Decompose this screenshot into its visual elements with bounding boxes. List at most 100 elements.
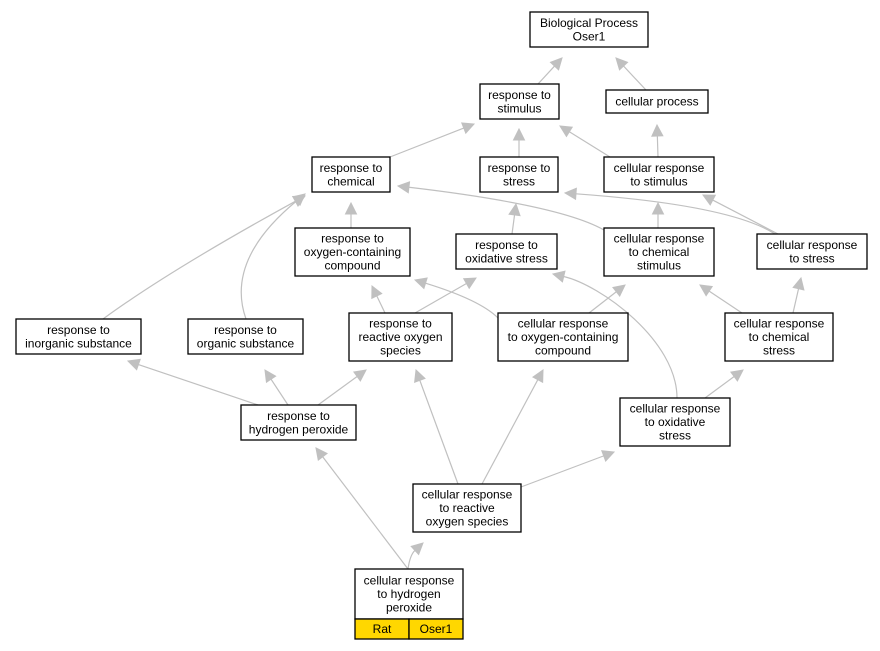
node-box	[455, 233, 558, 270]
node-label-line: cellular process	[615, 95, 698, 109]
gene-tag[interactable]: Oser1	[408, 618, 464, 640]
node-label-line: stress	[659, 429, 691, 443]
node-label-line: to reactive	[439, 501, 495, 515]
arrowhead	[651, 201, 665, 215]
node-label-line: organic substance	[197, 336, 295, 350]
arrowhead	[396, 181, 411, 194]
edge-cellular-response-to-hydrogen-peroxide-to-cellular-response-to-reactive-oxygen-species	[407, 542, 424, 570]
gene-label: Oser1	[420, 622, 453, 636]
arrowhead	[612, 284, 626, 298]
edge-cellular-response-to-stress-to-cellular-response-to-stimulus	[702, 194, 779, 235]
arrowhead	[344, 201, 358, 215]
node-box	[15, 318, 142, 355]
node-label-line: cellular response	[630, 402, 721, 416]
arrowhead	[551, 270, 566, 283]
node-label-line: Oser1	[573, 29, 606, 43]
edge-response-to-oxidative-stress-to-response-to-stress	[508, 202, 521, 235]
arrowhead	[729, 369, 744, 382]
node-box	[412, 483, 522, 533]
node-label-line: cellular response	[767, 238, 858, 252]
node-label-line: response to	[369, 317, 432, 331]
edge-cellular-response-to-reactive-oxygen-species-to-response-to-reactive-oxygen-species	[414, 368, 459, 485]
edge-cellular-response-to-reactive-oxygen-species-to-cellular-response-to-oxygen-containing-compound	[481, 369, 544, 485]
node-label-line: to stimulus	[630, 174, 687, 188]
node-label-line: response to	[47, 323, 110, 337]
node-label-line: oxygen-containing	[304, 245, 401, 259]
arrowhead	[508, 202, 521, 217]
node-label-line: to stress	[789, 251, 834, 265]
node-label-line: stimulus	[497, 101, 541, 115]
arrowhead	[292, 193, 306, 207]
node-label-line: compound	[535, 344, 591, 358]
node-box	[479, 83, 560, 120]
arrowhead	[264, 369, 277, 384]
edge-cellular-response-to-chemical-stimulus-to-cellular-response-to-stimulus	[651, 201, 665, 228]
node-box	[497, 312, 629, 362]
edge-cellular-response-to-stimulus-to-cellular-process	[651, 123, 664, 158]
arrowhead	[462, 277, 477, 290]
edge-response-to-reactive-oxygen-species-to-response-to-oxidative-stress	[414, 277, 477, 314]
species-tag[interactable]: Rat	[354, 618, 410, 640]
arrowhead	[352, 369, 367, 382]
arrowhead	[601, 450, 616, 462]
node-label-line: species	[380, 344, 421, 358]
node-label-line: cellular response	[734, 317, 825, 331]
node-label-line: response to	[488, 88, 551, 102]
edge-response-to-stress-to-response-to-stimulus	[512, 127, 526, 157]
node-box	[479, 156, 559, 193]
arrowhead	[651, 123, 664, 137]
node-label-line: response to	[321, 232, 384, 246]
arrowhead	[512, 127, 526, 141]
edge-response-to-hydrogen-peroxide-to-response-to-inorganic-substance	[126, 358, 259, 406]
edge-cellular-response-to-oxidative-stress-to-response-to-oxidative-stress	[551, 270, 678, 399]
node-label-line: cellular response	[422, 488, 513, 502]
arrowhead	[559, 125, 574, 138]
node-box	[294, 227, 411, 277]
node-label-line: to chemical	[629, 245, 690, 259]
node-label-line: peroxide	[386, 601, 432, 615]
arrowhead	[792, 276, 805, 291]
node-box	[603, 227, 715, 277]
node-label-line: stimulus	[637, 259, 681, 273]
edge-cellular-response-to-chemical-stress-to-cellular-response-to-chemical-stimulus	[699, 284, 743, 314]
gene-tag-box	[408, 618, 464, 640]
node-label-line: compound	[324, 259, 380, 273]
arrowhead	[371, 284, 383, 300]
node-label-line: hydrogen peroxide	[249, 422, 349, 436]
arrowhead	[460, 122, 476, 135]
node-label-line: oxidative stress	[465, 251, 548, 265]
node-label-line: reactive oxygen	[358, 330, 442, 344]
node-label-line: to oxygen-containing	[508, 330, 619, 344]
node-box	[187, 318, 304, 355]
node-label-line: response to	[320, 161, 383, 175]
node-box	[603, 156, 715, 193]
arrowhead	[532, 369, 544, 384]
annotation-tag: Rat Oser1	[354, 618, 464, 640]
node-box	[240, 404, 357, 441]
edge-response-to-organic-substance-to-response-to-chemical	[240, 193, 306, 320]
edge-response-to-stimulus-to-root	[537, 57, 563, 85]
node-label-line: stress	[503, 174, 535, 188]
node-cellular-process[interactable]: cellular process	[605, 89, 709, 114]
node-label-line: Biological Process	[540, 16, 638, 30]
edge-cellular-response-to-chemical-stress-to-cellular-response-to-stress	[792, 276, 805, 314]
